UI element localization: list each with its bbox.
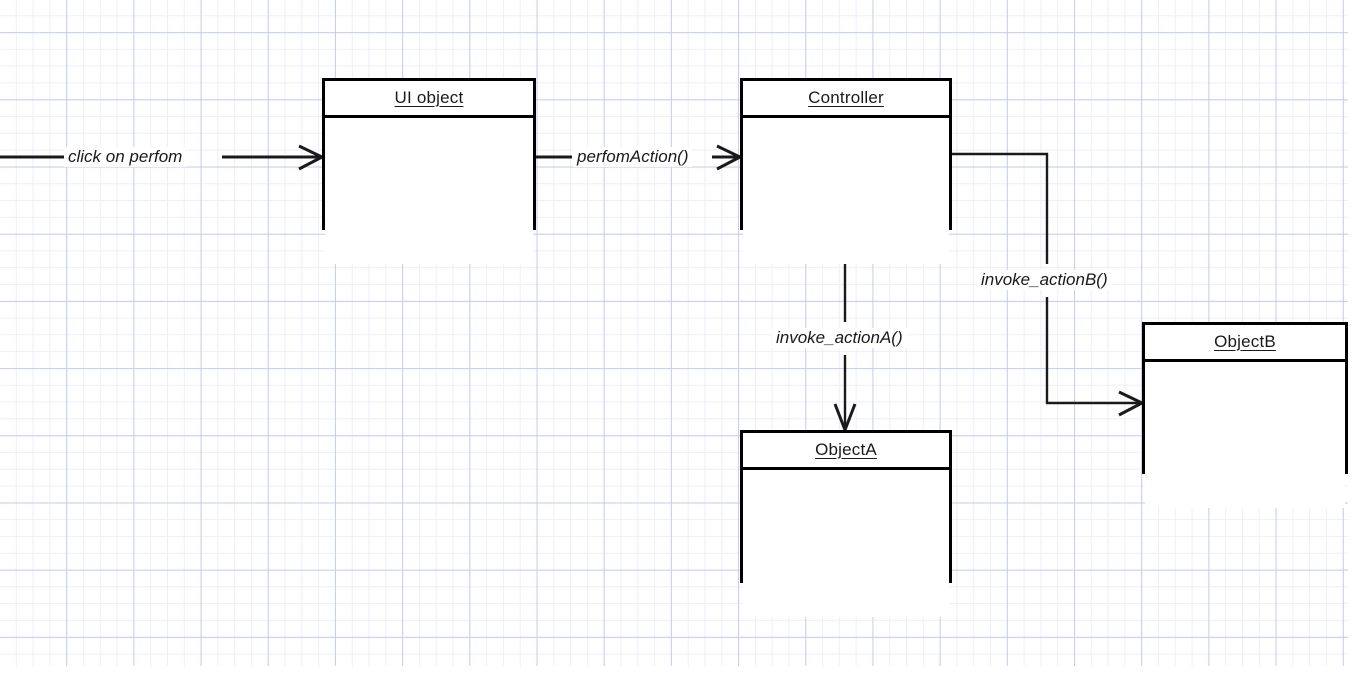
edge-line-invoke-action-b-upper: [952, 152, 1049, 264]
uml-node-object-b[interactable]: ObjectB: [1142, 322, 1348, 508]
uml-node-body-object-b: [1145, 362, 1345, 508]
edge-label-invoke-action-b: invoke_actionB(): [977, 270, 1112, 290]
uml-node-title-object-b: ObjectB: [1214, 332, 1276, 351]
uml-node-body-controller: [743, 118, 949, 264]
uml-node-body-ui-object: [325, 118, 533, 264]
uml-node-title-object-a: ObjectA: [815, 440, 877, 459]
uml-node-title-bar: ObjectA: [743, 433, 949, 470]
uml-node-title-bar: ObjectB: [1145, 325, 1345, 362]
edge-label-invoke-action-a: invoke_actionA(): [772, 328, 907, 348]
uml-node-title-controller: Controller: [808, 88, 884, 107]
edge-label-perfom-action: perfomAction(): [573, 147, 693, 167]
uml-node-title-ui-object: UI object: [394, 88, 464, 107]
edge-line-invoke-action-b-lower: [1045, 297, 1142, 405]
uml-node-body-object-a: [743, 470, 949, 617]
uml-node-ui-object[interactable]: UI object: [322, 78, 536, 264]
grid-background: [0, 0, 1348, 666]
edge-label-click-on-perfom: click on perfom: [64, 147, 187, 167]
uml-node-object-a[interactable]: ObjectA: [740, 430, 952, 617]
uml-node-controller[interactable]: Controller: [740, 78, 952, 264]
uml-node-title-bar: Controller: [743, 81, 949, 118]
uml-node-title-bar: UI object: [325, 81, 533, 118]
